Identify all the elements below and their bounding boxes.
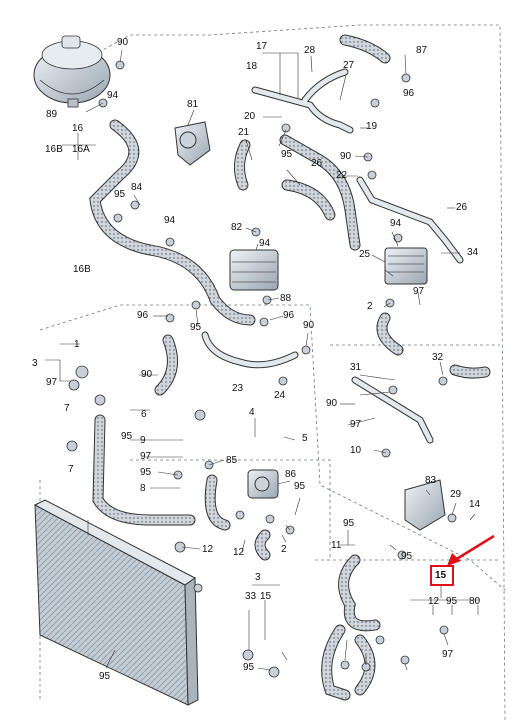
part-label: 96 [283,310,295,321]
part-label: 16B [73,264,91,275]
part-label: 95 [281,149,293,160]
part-label: 94 [259,238,271,249]
part-label: 11 [331,540,342,551]
part-label: 87 [416,45,428,56]
pump-86 [404,479,446,531]
highlight-label: 15 [435,570,447,581]
part-label: 33 [245,591,257,602]
part-label: 90 [117,37,129,48]
radiator-80 [33,499,199,706]
part-label: 90 [141,369,153,380]
part-label: 97 [413,286,425,297]
part-label: 97 [442,649,454,660]
part-label: 97 [140,451,152,462]
highlight-box [430,565,454,586]
part-label: 32 [432,352,444,363]
part-label: 80 [469,596,481,607]
part-label: 94 [164,215,176,226]
part-label: 16A [72,144,90,155]
highlight-arrow [447,534,495,566]
part-label: 81 [187,99,199,110]
part-label: 97 [46,377,58,388]
part-label: 26 [311,158,323,169]
part-label: 89 [46,109,58,120]
part-label: 9 [140,435,146,446]
part-label: 28 [304,45,316,56]
part-label: 95 [114,189,126,200]
part-label: 14 [469,499,481,510]
part-label: 83 [425,475,437,486]
part-label: 90 [303,320,315,331]
part-label: 29 [450,489,462,500]
part-label: 6 [141,409,147,420]
part-label: 95 [294,481,306,492]
pump-8 [247,469,279,499]
part-label: 96 [137,310,149,321]
part-label: 95 [401,551,413,562]
thermostat-housing-81 [174,121,211,166]
part-label: 12 [233,547,245,558]
part-label: 85 [226,455,238,466]
part-label: 95 [121,431,133,442]
part-label: 3 [255,572,261,583]
part-label: 12 [202,544,214,555]
part-label: 90 [340,151,352,162]
part-label: 20 [244,111,256,122]
part-label: 34 [467,247,479,258]
part-label: 95 [343,518,355,529]
part-label: 4 [249,407,255,418]
part-label: 22 [336,170,348,181]
part-label: 2 [281,544,287,555]
part-label: 96 [403,88,415,99]
part-label: 12 [428,596,440,607]
part-label: 1 [74,339,80,350]
part-label: 2 [367,301,373,312]
part-label: 84 [131,182,143,193]
part-label: 27 [343,60,355,71]
part-label: 25 [359,249,371,260]
part-label: 19 [366,121,378,132]
part-label: 94 [390,218,402,229]
part-label: 31 [350,362,362,373]
part-label: 8 [140,483,146,494]
part-label: 7 [68,464,74,475]
part-label: 82 [231,222,243,233]
part-label: 97 [350,419,362,430]
part-label: 7 [64,403,70,414]
cooler-88 [384,247,428,285]
expansion-tank-89 [33,35,111,108]
part-label: 94 [107,90,119,101]
part-label: 26 [456,202,468,213]
part-label: 90 [326,398,338,409]
part-label: 16 [72,123,84,134]
clamps-and-fittings [66,60,457,678]
part-label: 95 [446,596,458,607]
part-label: 3 [32,358,38,369]
part-label: 95 [190,322,202,333]
part-label: 18 [246,61,258,72]
part-label: 16B [45,144,63,155]
part-label: 95 [99,671,111,682]
hoses [89,34,491,701]
part-label: 95 [140,467,152,478]
oil-cooler-82 [229,249,279,291]
leader-lines [45,49,480,671]
part-label: 17 [256,41,268,52]
part-label: 95 [243,662,255,673]
part-label: 10 [350,445,362,456]
part-label: 5 [302,433,308,444]
part-label: 21 [238,127,250,138]
part-label: 86 [285,469,297,480]
part-label: 24 [274,390,286,401]
part-label: 15 [260,591,272,602]
part-label: 23 [232,383,244,394]
part-label: 88 [280,293,292,304]
